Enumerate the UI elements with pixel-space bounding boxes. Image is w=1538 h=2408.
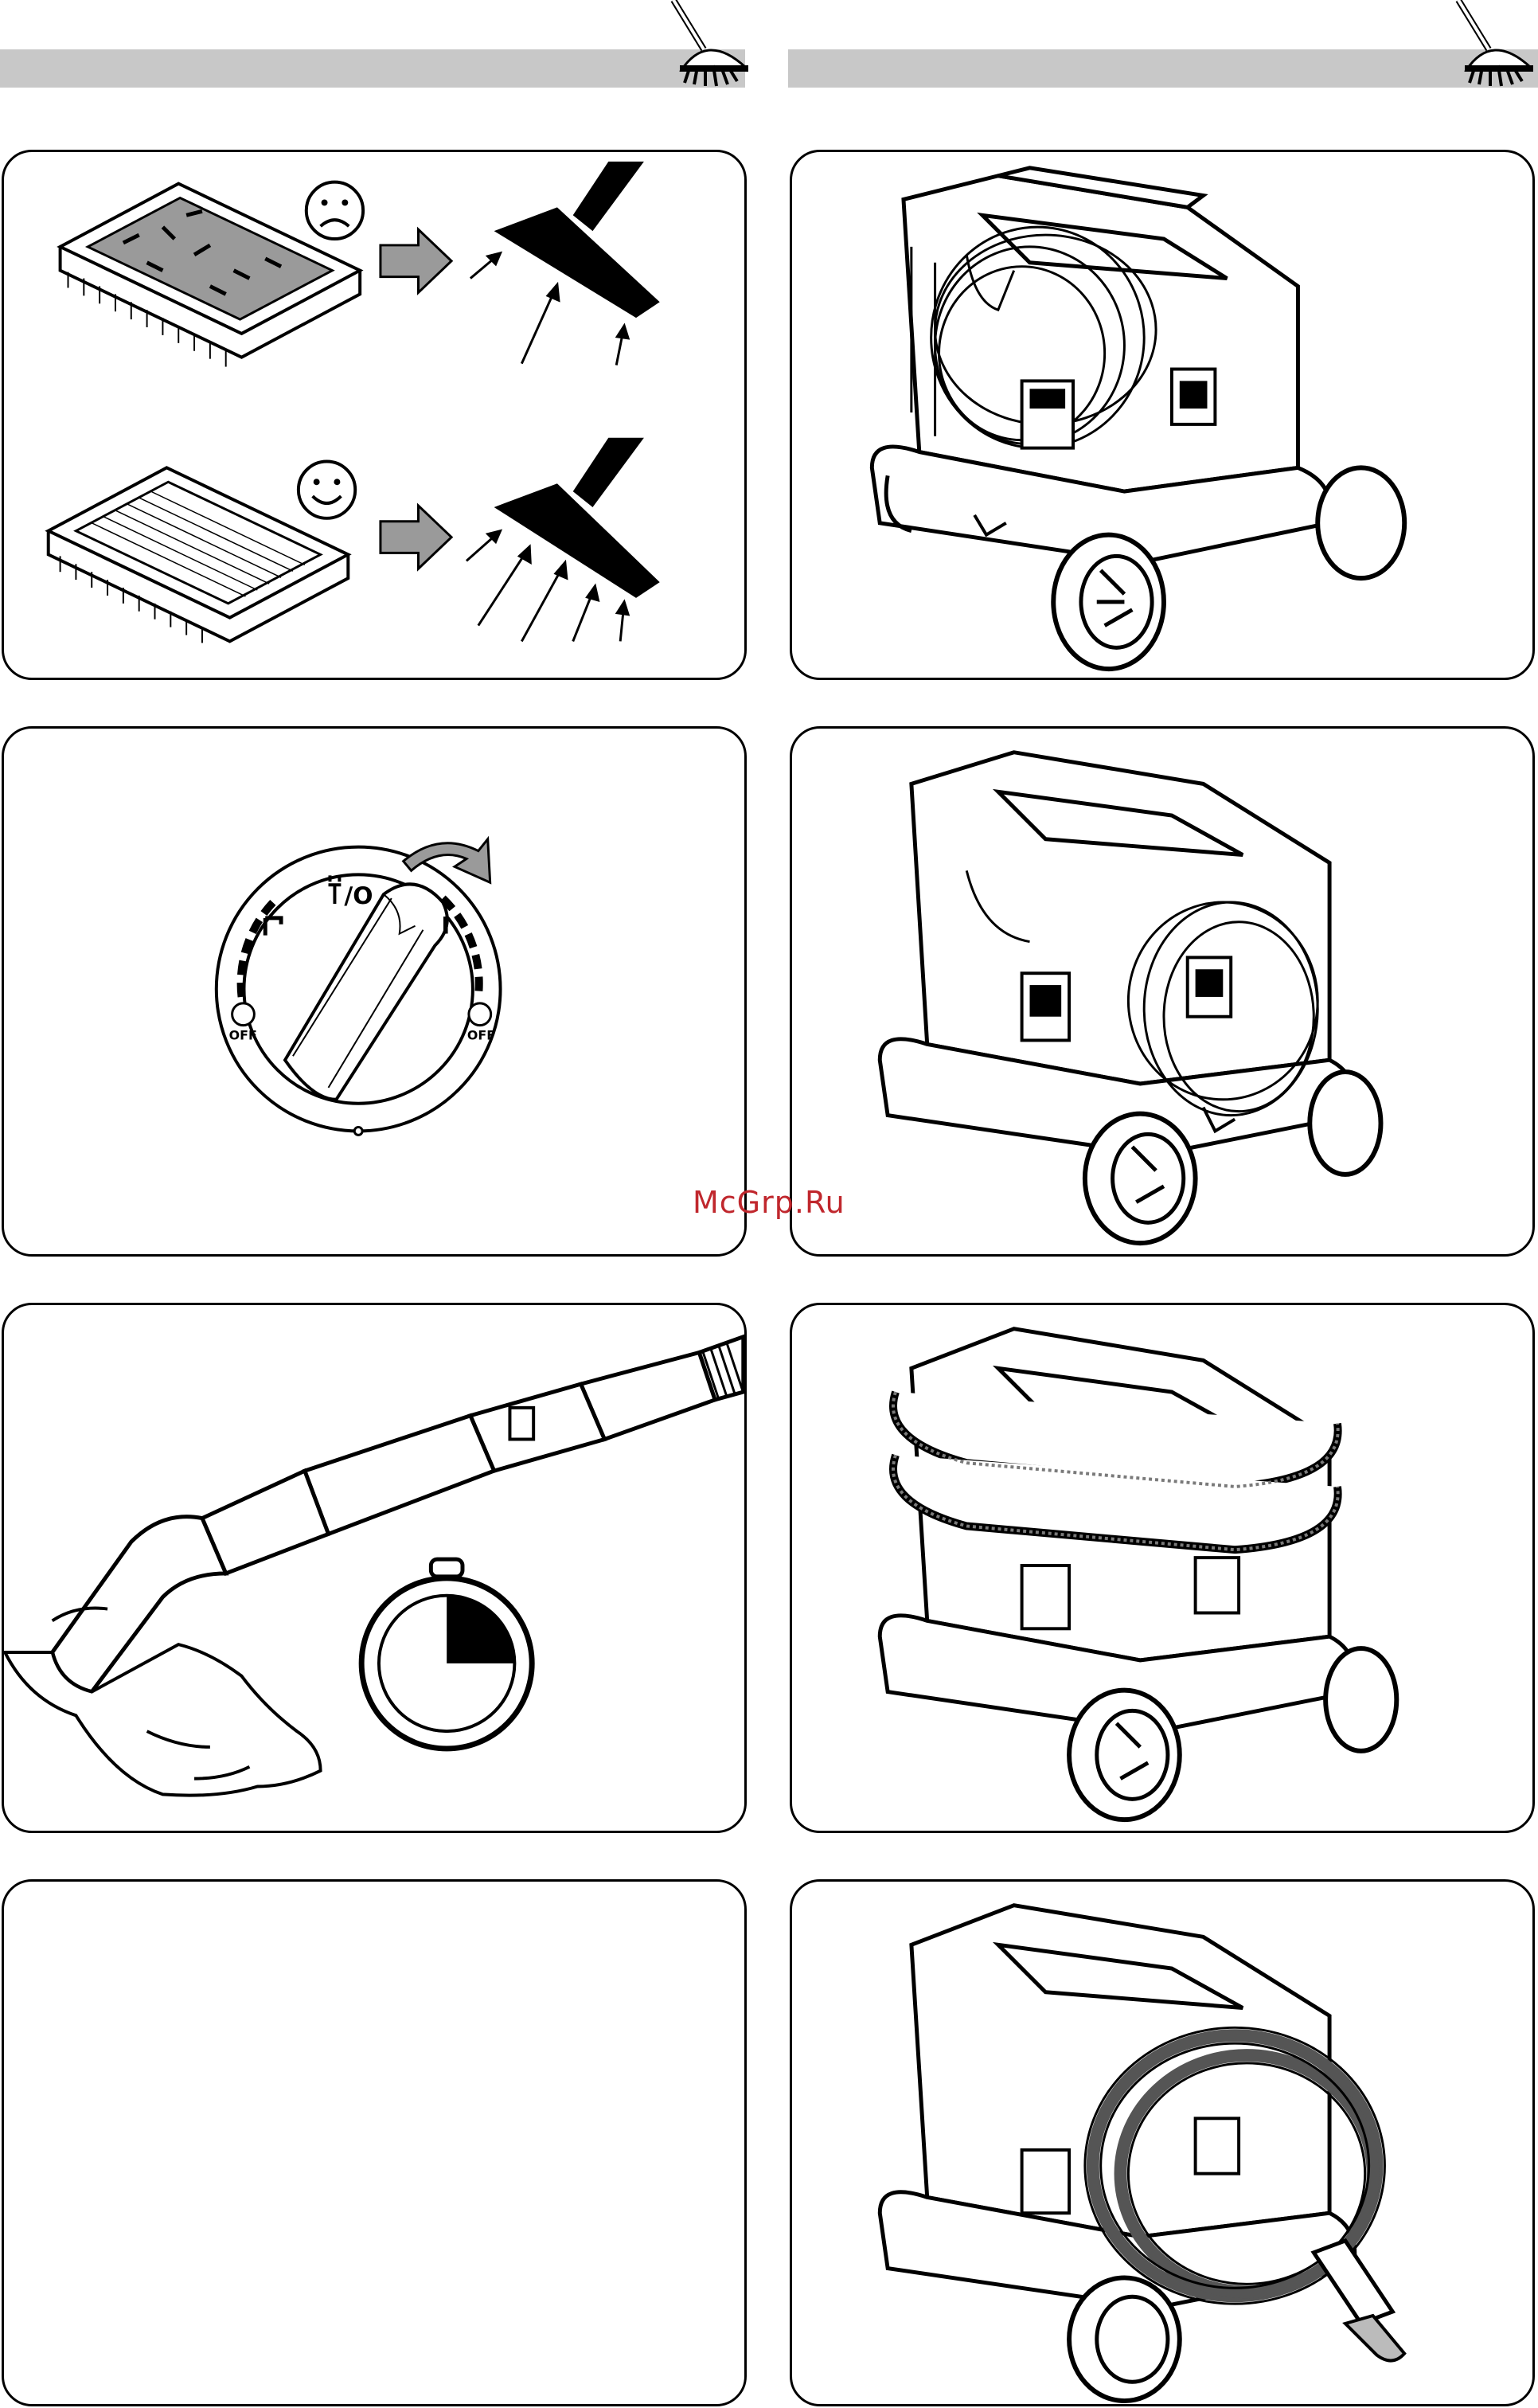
wheel xyxy=(1317,467,1404,578)
panel-cable-storage-2 xyxy=(790,726,1535,1257)
vacuum-hose-coil-illustration xyxy=(792,1882,1532,2404)
water-level-icon-right xyxy=(469,1003,491,1026)
panel-filter-suction xyxy=(2,150,747,680)
vacuum-cable-illustration-2 xyxy=(792,729,1532,1254)
watermark: McGrp.Ru xyxy=(693,1185,845,1220)
happy-face-icon xyxy=(299,461,355,518)
filter-suction-illustration xyxy=(4,152,744,678)
switch-label-plug-off: /O xyxy=(344,882,373,910)
panel-hose-storage-1 xyxy=(790,1303,1535,1833)
floor-nozzle-icon xyxy=(494,162,660,318)
header-bar-right xyxy=(788,49,1538,88)
panel-hose-storage-2 xyxy=(790,1879,1535,2406)
wheel xyxy=(1053,535,1164,669)
switch-label-off-right: OFF xyxy=(467,1027,495,1042)
switch-label-off-left: OFF xyxy=(229,1027,257,1042)
floor-nozzle-icon xyxy=(494,438,660,598)
vacuum-nozzle-icon xyxy=(1442,0,1538,89)
wheel xyxy=(1325,1648,1396,1751)
vacuum-cable-illustration xyxy=(792,152,1532,678)
vacuum-nozzle-icon xyxy=(658,0,753,89)
panel-empty xyxy=(2,1879,747,2406)
vacuum-hose-illustration xyxy=(792,1305,1532,1831)
hand xyxy=(5,1609,320,1796)
panel-rotary-switch: /O I OFF OFF xyxy=(2,726,747,1257)
panel-cable-storage-1 xyxy=(790,150,1535,680)
wheel xyxy=(1085,1114,1196,1244)
sad-face-icon xyxy=(306,182,363,239)
switch-label-on: I xyxy=(441,913,450,940)
rotary-switch-illustration: /O I OFF OFF xyxy=(4,729,744,1254)
wheel xyxy=(1310,1072,1380,1175)
arrow-right-icon xyxy=(381,506,451,569)
panel-hose-timer xyxy=(2,1303,747,1833)
arrow-right-icon xyxy=(381,229,451,292)
water-level-icon-left xyxy=(232,1003,255,1026)
wheel xyxy=(1069,1691,1180,1820)
header-bar-left xyxy=(0,49,745,88)
hose-hand-illustration xyxy=(4,1305,744,1831)
stopwatch-icon xyxy=(361,1559,532,1749)
wheel xyxy=(1069,2277,1180,2401)
